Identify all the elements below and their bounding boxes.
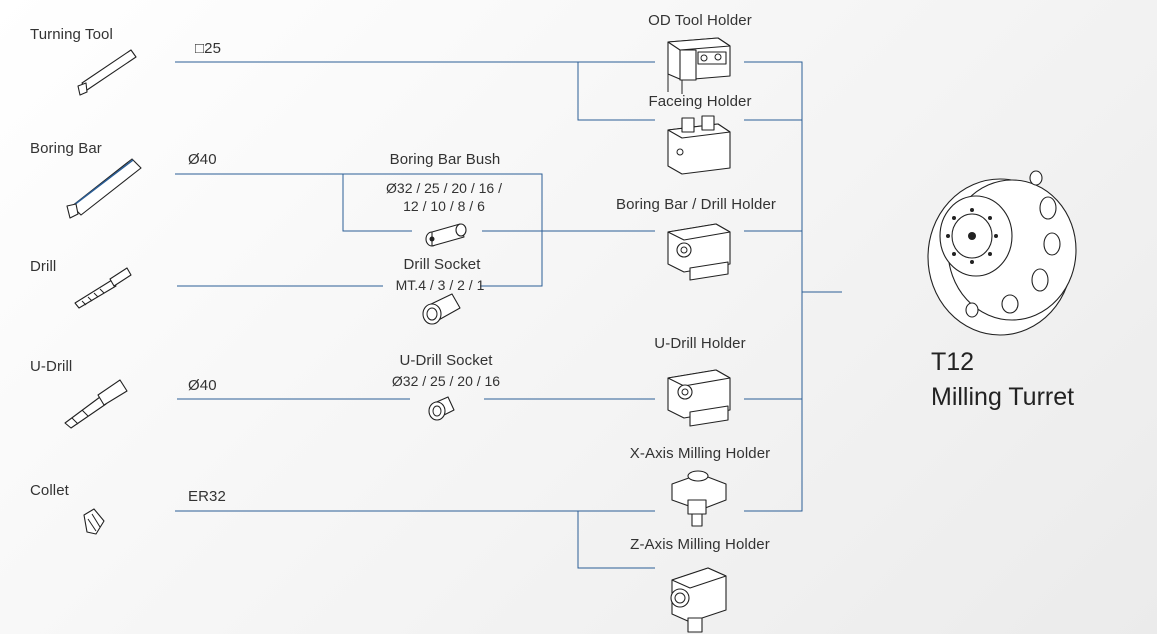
label-collet: Collet [30, 482, 69, 499]
facing-holder-icon [667, 115, 731, 175]
drill-socket-icon [422, 293, 461, 325]
label-z-axis-milling-holder: Z-Axis Milling Holder [630, 536, 770, 553]
label-u-drill: U-Drill [30, 358, 73, 375]
label-turning-tool: Turning Tool [30, 26, 113, 43]
label-od-tool-holder: OD Tool Holder [648, 12, 752, 29]
turret-title-line2: Milling Turret [931, 383, 1075, 411]
u-drill-holder-icon [667, 369, 731, 427]
u-drill-socket-sizes: Ø32 / 25 / 20 / 16 [391, 373, 501, 389]
label-x-axis-milling-holder: X-Axis Milling Holder [629, 445, 771, 462]
x-axis-milling-holder-icon [671, 470, 727, 527]
spec-turning: □25 [195, 40, 222, 57]
z-axis-milling-holder-icon [670, 567, 727, 633]
boring-bar-bush-sizes-2: 12 / 10 / 8 / 6 [403, 198, 485, 214]
label-facing-holder: Faceing Holder [648, 93, 752, 110]
boring-bar-bush-sizes-1: Ø32 / 25 / 20 / 16 / [386, 180, 502, 196]
od-tool-holder-icon [667, 37, 731, 94]
spec-u-drill: Ø40 [188, 377, 217, 394]
boring-drill-holder-icon [667, 223, 731, 281]
label-boring-bar-bush: Boring Bar Bush [389, 151, 501, 168]
label-u-drill-holder: U-Drill Holder [654, 335, 746, 352]
turning-tool-icon [77, 49, 137, 96]
line-collet-to-z [577, 511, 655, 569]
drill-socket-sizes: MT.4 / 3 / 2 / 1 [395, 277, 485, 293]
turret-icon [927, 170, 1077, 336]
boring-bar-bush-icon [425, 223, 467, 247]
label-drill: Drill [30, 258, 57, 275]
u-drill-icon [64, 379, 128, 429]
label-boring-drill-holder: Boring Bar / Drill Holder [615, 196, 777, 213]
boring-bar-icon [66, 158, 142, 219]
spec-boring: Ø40 [188, 151, 217, 168]
line-boring-to-bush [175, 173, 543, 287]
label-drill-socket: Drill Socket [403, 256, 481, 273]
label-boring-bar: Boring Bar [30, 140, 102, 157]
label-u-drill-socket: U-Drill Socket [399, 352, 493, 369]
turret-title-line1: T12 [931, 348, 975, 376]
spec-collet: ER32 [188, 488, 226, 505]
collet-icon [83, 508, 105, 535]
line-turning-to-facing [577, 62, 655, 121]
line-holders-bus [744, 61, 803, 512]
drill-icon [74, 267, 132, 309]
u-drill-socket-icon [428, 396, 455, 421]
line-boring-bush-bracket [342, 174, 412, 232]
